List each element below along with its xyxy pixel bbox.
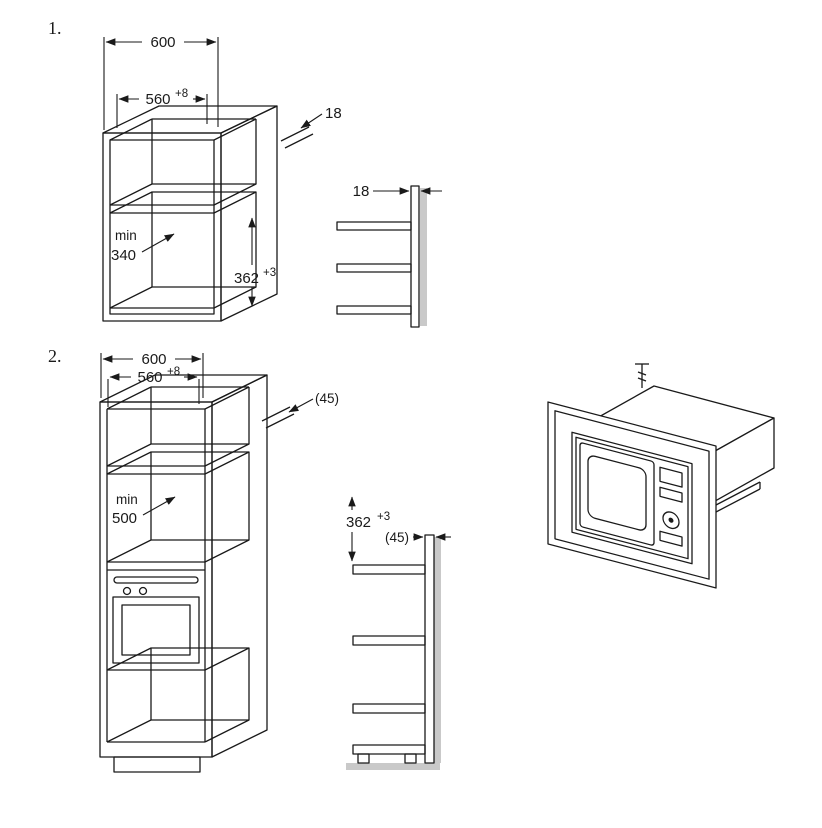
dim-niche-height-step2: 362 +3 [346,496,390,562]
dim-width-inner-step2-tolerance: +8 [167,366,180,378]
base-board-section [352,744,426,755]
plinth [113,756,201,773]
dim-width-total-step2-value: 600 [141,351,166,368]
dim-width-total-step1-value: 600 [150,34,175,51]
dim-width-inner-step1-value: 560 [145,91,170,108]
shelf-section [336,305,412,315]
dim-side-thickness-step2-value: (45) [385,530,409,545]
mounting-screw [635,363,649,388]
step2-figure: 2. [48,346,775,773]
dim-depth-step2: min 500 [112,492,176,527]
oven-handle [113,576,199,584]
control-button [659,486,683,503]
step2-label: 2. [48,346,62,366]
dim-niche-height-step1-tolerance: +3 [263,267,276,279]
dim-depth-step2-value: 500 [112,510,137,527]
dim-width-inner-step2-value: 560 [137,369,162,386]
side-panel-section [424,534,435,764]
oven-knob [138,586,148,596]
oven-knob [122,586,132,596]
dim-panel-thickness-step1-value: 18 [325,105,342,122]
foot [357,753,370,764]
dim-width-inner-step1-tolerance: +8 [175,88,188,100]
control-knob [662,511,680,530]
cabinet-iso-step1 [102,105,278,322]
shelf-section [352,635,426,646]
dim-depth-step1-value: 340 [111,247,136,264]
foot [404,753,417,764]
dim-depth-step1: min 340 [111,228,175,264]
side-panel-section [410,185,420,328]
microwave-door [579,442,655,546]
shelf-section [352,703,426,714]
shelf-section [352,564,426,575]
dim-width-inner-step1: 560 +8 [116,88,208,128]
display [659,466,683,488]
floor-shadow [346,763,440,770]
shelf-section [336,221,412,231]
microwave-insert-illustration [547,363,775,589]
step1-label: 1. [48,18,62,38]
dim-width-inner-step2: 560 +8 [107,366,200,407]
trim-frame [547,401,717,589]
wall-shadow [420,188,427,326]
dim-width-total-step1: 600 [103,34,219,130]
side-view-step2: (45) [346,530,451,770]
dim-depth-step2-label: min [116,492,138,507]
dim-panel-thickness-step2-value: (45) [315,391,339,406]
dim-width-total-step2: 600 [100,351,204,398]
support-rail [715,481,761,513]
microwave-front [575,436,689,560]
shelf-section [336,263,412,273]
wall-shadow [434,537,441,763]
control-knob-dot [668,517,674,523]
dim-panel-thickness-step1: 18 [280,105,342,149]
step1-figure: 1. 600 [48,18,442,328]
dim-depth-step1-label: min [115,228,137,243]
dim-side-thickness-step1: 18 [353,183,442,200]
dim-side-thickness-step1-value: 18 [353,183,370,200]
control-button [659,530,683,547]
dim-side-thickness-step2: (45) [385,530,451,545]
door-window [587,455,647,531]
oven-door-window [121,604,191,656]
frame-opening [571,431,693,565]
dim-panel-thickness-step2: (45) [261,391,339,429]
oven-door [112,596,200,664]
cabinet-iso-step2 [99,374,268,773]
dim-niche-height-step2-value: 362 [346,514,371,531]
dim-niche-height-step1: 362 +3 [234,217,276,307]
dim-niche-height-step1-value: 362 [234,270,259,287]
dim-niche-height-step2-tolerance: +3 [377,511,390,523]
side-view-step1: 18 [336,183,442,328]
